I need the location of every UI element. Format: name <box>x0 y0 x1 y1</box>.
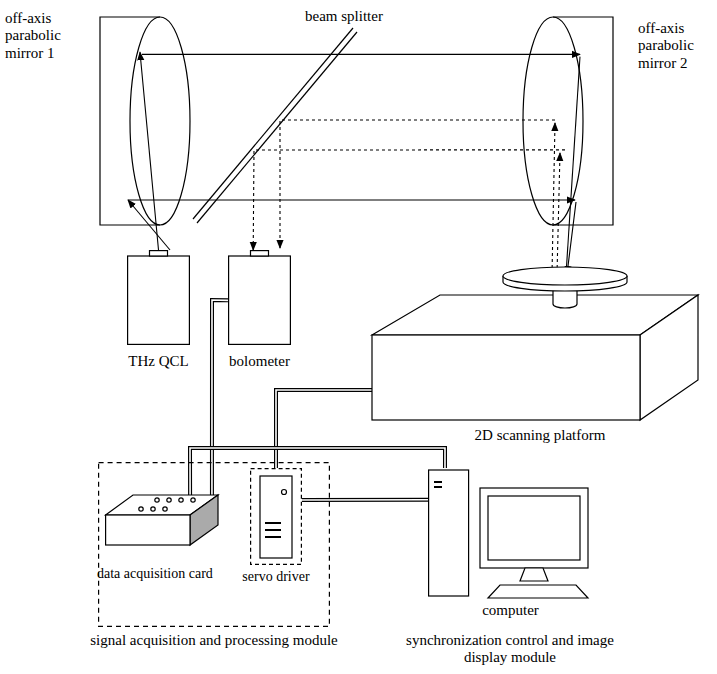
card-socket <box>163 507 167 511</box>
shape-outline <box>370 262 702 422</box>
connector-group <box>302 499 428 500</box>
return-beam <box>253 150 565 250</box>
servo-frame <box>251 469 302 565</box>
monitor <box>480 488 588 568</box>
part-label: signal acquisition and processing module <box>87 632 341 649</box>
cable-core <box>302 499 428 501</box>
platform-side <box>640 295 698 420</box>
node-splitter: beam splitter <box>190 26 360 226</box>
part-label: servo driver <box>230 569 322 585</box>
part-label: computer <box>418 602 603 619</box>
sample-disk <box>503 267 627 285</box>
part-label: data acquisition card <box>97 566 237 582</box>
servo-vent <box>265 522 281 524</box>
mirror-surface <box>130 17 190 225</box>
signal-cable <box>190 448 445 497</box>
cable-core <box>212 300 228 497</box>
card-socket <box>139 507 143 511</box>
monitor-stand <box>520 568 548 581</box>
connector-group <box>140 52 159 250</box>
drive-slot <box>434 486 442 488</box>
module-frame <box>99 463 330 627</box>
device-window <box>150 251 168 256</box>
module-label: synchronization control and image displa… <box>395 632 625 667</box>
card-socket <box>167 498 171 502</box>
drive-slot <box>434 481 442 483</box>
terahertz-beam <box>566 57 580 277</box>
node-servo: servo driver <box>250 468 302 565</box>
cable-core <box>276 390 372 468</box>
node-dashed: signal acquisition and processing module… <box>98 462 330 627</box>
connector-group <box>276 390 372 468</box>
return-ray <box>552 123 555 274</box>
device-window <box>251 251 269 256</box>
shape-outline <box>428 468 593 600</box>
terahertz-beam <box>140 52 159 250</box>
mirror-surface <box>523 17 583 225</box>
card-socket <box>151 507 155 511</box>
servo-vent <box>265 536 281 538</box>
signal-cable <box>212 300 228 497</box>
shape-outline <box>190 26 360 226</box>
card-side <box>190 495 218 545</box>
card-socket <box>155 498 159 502</box>
shape-outline <box>98 10 198 232</box>
node-platform: 2D scanning platform <box>370 262 702 422</box>
node-mirror2: off-axis parabolic mirror 2 <box>515 10 615 232</box>
card-front <box>106 515 190 545</box>
beam-ray <box>128 199 575 200</box>
shape-outline <box>127 250 190 345</box>
return-ray <box>557 153 560 274</box>
cable-core <box>190 448 445 497</box>
node-computer: computer <box>428 468 593 600</box>
splitter-plate <box>193 28 353 219</box>
shape-outline <box>105 490 220 560</box>
node-box: bolometer <box>228 250 291 345</box>
platform-front <box>372 335 640 420</box>
device-box <box>128 256 190 344</box>
monitor-screen <box>488 496 580 560</box>
connector-group <box>142 54 580 55</box>
terahertz-beam <box>142 54 580 55</box>
connector-group <box>566 57 580 277</box>
servo-vent <box>265 529 281 531</box>
connector-group <box>190 448 445 497</box>
connector-group <box>212 300 228 497</box>
servo-case <box>260 476 292 558</box>
card-socket <box>191 498 195 502</box>
computer-tower <box>429 470 469 596</box>
device-box <box>229 256 291 344</box>
node-box: THz QCL <box>127 250 190 345</box>
part-label: off-axis parabolic mirror 2 <box>638 20 714 72</box>
signal-cable <box>302 498 428 502</box>
shape-outline <box>515 10 615 232</box>
node-mirror1: off-axis parabolic mirror 1 <box>98 10 198 232</box>
part-label: beam splitter <box>305 8 405 25</box>
part-label: off-axis parabolic mirror 1 <box>5 10 80 62</box>
part-label: THz QCL <box>107 353 210 370</box>
servo-led <box>282 490 287 495</box>
signal-cable <box>276 390 372 468</box>
card-socket <box>179 498 183 502</box>
node-card: data acquisition card <box>105 490 220 560</box>
part-label: bolometer <box>208 353 311 370</box>
splitter-plate <box>197 32 357 223</box>
shape-outline <box>250 468 302 565</box>
shape-outline <box>228 250 291 345</box>
part-label: 2D scanning platform <box>430 427 650 444</box>
connector-group <box>253 150 565 250</box>
keyboard <box>488 585 588 598</box>
return-ray <box>280 120 555 248</box>
